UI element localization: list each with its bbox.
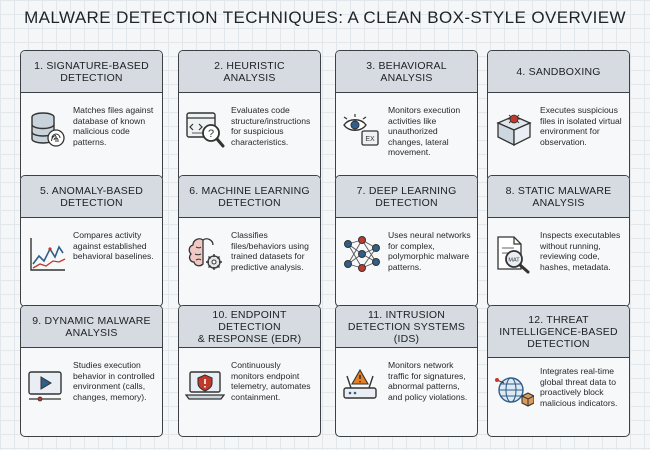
laptop-shield-icon xyxy=(185,371,225,400)
card-description: Integrates real-time global threat data … xyxy=(540,366,618,408)
card-edr: 10. ENDPOINT DETECTION & RESPONSE (EDR) … xyxy=(178,305,321,437)
card-description: Executes suspicious files in isolated vi… xyxy=(540,105,622,147)
card-description: Continuously monitors endpoint telemetry… xyxy=(231,360,311,402)
card-title: 8. STATIC MALWARE ANALYSIS xyxy=(488,176,629,218)
card-title: 11. INTRUSION DETECTION SYSTEMS (IDS) xyxy=(336,306,477,348)
card-description: Compares activity against established be… xyxy=(73,230,154,262)
card-description: Uses neural networks for complex, polymo… xyxy=(388,230,471,272)
card-description: Matches files against database of known … xyxy=(73,105,154,147)
card-deep-learning: 7. DEEP LEARNING DETECTION Uses neural n… xyxy=(335,175,478,307)
line-chart-icon xyxy=(30,238,66,271)
neural-network-icon xyxy=(344,236,380,272)
card-title: 12. THREAT INTELLIGENCE-BASED DETECTION xyxy=(488,306,629,358)
card-dynamic-malware: 9. DYNAMIC MALWARE ANALYSIS Studies exec… xyxy=(20,305,163,437)
page-title: MALWARE DETECTION TECHNIQUES: A CLEAN BO… xyxy=(24,8,626,27)
sandbox-box-icon xyxy=(496,114,532,147)
card-heuristic-analysis: 2. HEURISTIC ANALYSIS ? Evaluates code s… xyxy=(178,50,321,182)
database-fingerprint-icon xyxy=(31,112,65,147)
card-title: 10. ENDPOINT DETECTION & RESPONSE (EDR) xyxy=(179,306,320,348)
file-magnifier-icon: MAT xyxy=(497,236,530,274)
card-sandboxing: 4. SANDBOXING Executes suspicious files … xyxy=(487,50,630,182)
eye-monitor-icon: EX xyxy=(343,114,379,146)
card-description: Monitors execution activities like unaut… xyxy=(388,105,461,158)
router-warning-icon xyxy=(343,368,377,399)
card-title: 9. DYNAMIC MALWARE ANALYSIS xyxy=(21,306,162,348)
card-static-malware: 8. STATIC MALWARE ANALYSIS MAT Inspects … xyxy=(487,175,630,307)
card-title: 2. HEURISTIC ANALYSIS xyxy=(179,51,320,93)
card-description: Evaluates code structure/instructions fo… xyxy=(231,105,311,147)
card-ids: 11. INTRUSION DETECTION SYSTEMS (IDS) Mo… xyxy=(335,305,478,437)
card-anomaly-based: 5. ANOMALY-BASED DETECTION Compares acti… xyxy=(20,175,163,307)
card-title: 1. SIGNATURE-BASED DETECTION xyxy=(21,51,162,93)
svg-text:?: ? xyxy=(208,128,214,140)
card-machine-learning: 6. MACHINE LEARNING DETECTION Classifies… xyxy=(178,175,321,307)
card-threat-intelligence: 12. THREAT INTELLIGENCE-BASED DETECTION … xyxy=(487,305,630,437)
card-title: 3. BEHAVIORAL ANALYSIS xyxy=(336,51,477,93)
card-description: Inspects executables without running, re… xyxy=(540,230,621,272)
brain-gear-icon xyxy=(188,238,222,270)
card-description: Classifies files/behaviors using trained… xyxy=(231,230,309,272)
card-title: 5. ANOMALY-BASED DETECTION xyxy=(21,176,162,218)
code-magnifier-icon: ? xyxy=(186,112,225,148)
card-description: Studies execution behavior in controlled… xyxy=(73,360,155,402)
video-play-icon xyxy=(28,371,62,402)
card-title: 6. MACHINE LEARNING DETECTION xyxy=(179,176,320,218)
card-title: 7. DEEP LEARNING DETECTION xyxy=(336,176,477,218)
card-signature-based: 1. SIGNATURE-BASED DETECTION Matches fil… xyxy=(20,50,163,182)
card-title: 4. SANDBOXING xyxy=(488,51,629,93)
svg-text:EX: EX xyxy=(365,136,375,143)
card-description: Monitors network traffic for signatures,… xyxy=(388,360,468,402)
globe-network-icon xyxy=(495,377,534,407)
svg-text:MAT: MAT xyxy=(508,258,520,264)
card-behavioral-analysis: 3. BEHAVIORAL ANALYSIS EX Monitors execu… xyxy=(335,50,478,182)
